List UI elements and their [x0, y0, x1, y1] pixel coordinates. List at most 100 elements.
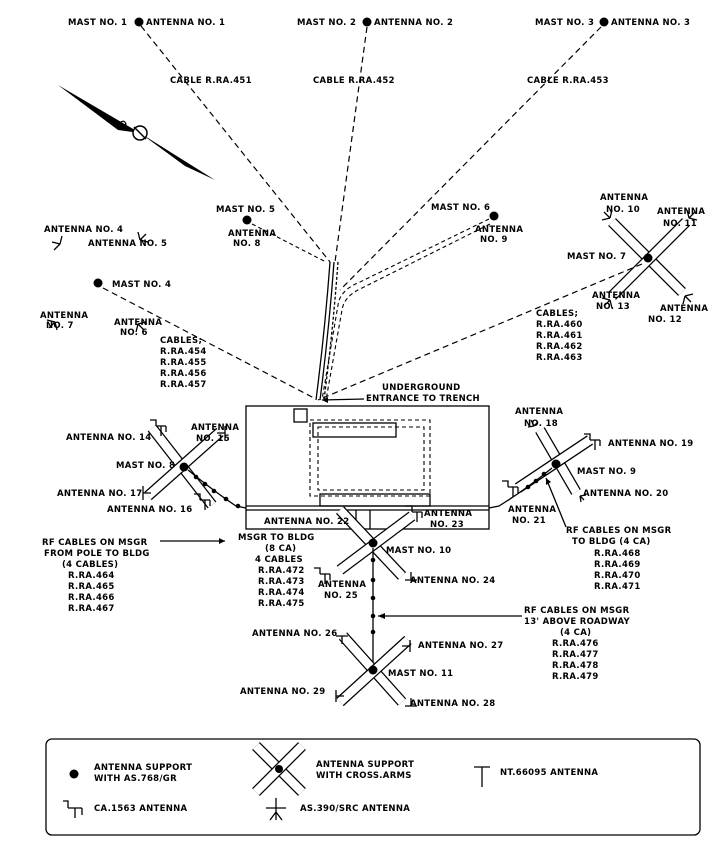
antenna-9-word: ANTENNA	[475, 225, 523, 235]
antenna-13-word: ANTENNA	[592, 291, 640, 301]
rf-left-line: (4 CABLES)	[62, 560, 118, 570]
cross-arms-icon	[252, 742, 306, 796]
msgr-bldg-line: MSGR TO BLDG	[238, 533, 315, 543]
antenna-1-label: ANTENNA NO. 1	[146, 18, 225, 28]
antenna-4-label: ANTENNA NO. 4	[44, 225, 123, 235]
mast-4-label: MAST NO. 4	[112, 280, 171, 290]
antenna-8-label: NO. 8	[233, 239, 261, 249]
antenna-28-label: ANTENNA NO. 28	[410, 699, 495, 709]
cable-451-line	[140, 25, 331, 263]
mast-10: ANTENNA NO. 22 ANTENNA NO. 23 MAST NO. 1…	[264, 505, 495, 601]
mast-1-label: MAST NO. 1	[68, 18, 127, 28]
cables-left-item: R.RA.455	[160, 358, 207, 368]
rf-right-line: R.RA.468	[594, 549, 641, 559]
antenna-14-label: ANTENNA NO. 14	[66, 433, 151, 443]
ca1563-antenna-icon	[63, 800, 83, 818]
antenna-7-label: NO. 7	[46, 321, 74, 331]
mast-4: ANTENNA NO. 4 ANTENNA NO. 5 MAST NO. 4 A…	[40, 225, 171, 338]
cable-451-label: CABLE R.RA.451	[170, 76, 252, 86]
cables-right-item: R.RA.462	[536, 342, 583, 352]
cable-453-label: CABLE R.RA.453	[527, 76, 609, 86]
mast-5: MAST NO. 5 ANTENNA NO. 8	[216, 205, 276, 249]
antenna-24-label: ANTENNA NO. 24	[410, 576, 495, 586]
antenna-18-label: NO. 18	[524, 419, 558, 429]
ca1563-icon	[314, 567, 331, 584]
cables-right-group: CABLES; R.RA.460 R.RA.461 R.RA.462 R.RA.…	[536, 309, 583, 363]
ca1563-icon	[502, 480, 519, 497]
cable-452-label: CABLE R.RA.452	[313, 76, 395, 86]
antenna-6-word: ANTENNA	[114, 318, 162, 328]
legend-support-line1: ANTENNA SUPPORT	[94, 763, 192, 773]
rf-right-line: R.RA.469	[594, 560, 641, 570]
antenna-7-word: ANTENNA	[40, 311, 88, 321]
antenna-16-label: ANTENNA NO. 16	[107, 505, 192, 515]
rf-road-line: RF CABLES ON MSGR	[524, 606, 630, 616]
antenna-15-label: NO. 15	[196, 434, 230, 444]
mast-8: ANTENNA NO. 14 ANTENNA NO. 15 MAST NO. 8…	[57, 419, 239, 515]
rf-left-line: RF CABLES ON MSGR	[42, 538, 148, 548]
cables-right-item: R.RA.460	[536, 320, 583, 330]
antenna-support-icon	[69, 769, 79, 779]
cable-452-line	[334, 26, 368, 263]
legend: ANTENNA SUPPORT WITH AS.768/GR ANTENNA S…	[45, 738, 701, 836]
legend-cross-line1: ANTENNA SUPPORT	[316, 760, 414, 770]
msgr-bldg-line: R.RA.473	[258, 577, 305, 587]
building	[245, 405, 490, 530]
rf-right-note: RF CABLES ON MSGR TO BLDG (4 CA) R.RA.46…	[545, 477, 672, 592]
ca1563-icon	[406, 505, 423, 522]
antenna-25-word: ANTENNA	[318, 580, 366, 590]
cables-left-title: CABLES;	[160, 336, 202, 346]
antenna-29-label: ANTENNA NO. 29	[240, 687, 325, 697]
cables-left-group: CABLES; R.RA.454 R.RA.455 R.RA.456 R.RA.…	[160, 336, 207, 390]
antenna-23-label: NO. 23	[430, 520, 464, 530]
mast-3: MAST NO. 3 ANTENNA NO. 3	[535, 17, 690, 28]
rf-right-line: R.RA.470	[594, 571, 641, 581]
antenna-21-word: ANTENNA	[508, 505, 556, 515]
msgr-right	[488, 467, 553, 509]
trench-line-1: UNDERGROUND	[382, 383, 461, 393]
mast-7-label: MAST NO. 7	[567, 252, 626, 262]
rf-left-line: FROM POLE TO BLDG	[44, 549, 150, 559]
mast-6-label: MAST NO. 6	[431, 203, 490, 213]
rf-left-line: R.RA.467	[68, 604, 115, 614]
antenna-5-label: ANTENNA NO. 5	[88, 239, 167, 249]
mast-10-label: MAST NO. 10	[386, 546, 451, 556]
mast-11: ANTENNA NO. 26 ANTENNA NO. 27 MAST NO. 1…	[240, 629, 503, 709]
cable-mast7-line	[317, 263, 643, 401]
cables-right-item: R.RA.461	[536, 331, 583, 341]
mast-3-label: MAST NO. 3	[535, 18, 594, 28]
rf-road-line: R.RA.478	[552, 661, 599, 671]
msgr-right-dots	[525, 471, 547, 490]
ca1563-icon	[150, 419, 167, 436]
trench-line-2: ENTRANCE TO TRENCH	[366, 394, 480, 404]
antenna-20-label: ANTENNA NO. 20	[583, 489, 668, 499]
rf-right-line: RF CABLES ON MSGR	[566, 526, 672, 536]
msgr-road-dots	[370, 557, 376, 635]
mast-8-label: MAST NO. 8	[116, 461, 175, 471]
ca1563-icon	[584, 433, 601, 450]
antenna-27-label: ANTENNA NO. 27	[418, 641, 503, 651]
rf-road-line: 13' ABOVE ROADWAY	[524, 617, 631, 627]
mast-9-label: MAST NO. 9	[577, 467, 636, 477]
rf-right-line: R.RA.471	[594, 582, 641, 592]
msgr-bldg-line: 4 CABLES	[255, 555, 303, 565]
cable-mast4-line	[102, 287, 315, 399]
cable-mast6-line-a	[321, 218, 490, 401]
mast-2: MAST NO. 2 ANTENNA NO. 2	[297, 17, 453, 28]
north-arrow-icon	[58, 85, 215, 180]
ca1563-icon	[194, 493, 211, 510]
msgr-left-dots	[193, 474, 241, 509]
msgr-bldg-line: R.RA.474	[258, 588, 305, 598]
antenna-18-word: ANTENNA	[515, 407, 563, 417]
mast-5-label: MAST NO. 5	[216, 205, 275, 215]
antenna-10-label: NO. 10	[606, 205, 640, 215]
antenna-11-label: NO. 11	[663, 219, 697, 229]
mast-7: ANTENNA NO. 10 ANTENNA NO. 11 MAST NO. 7…	[567, 193, 708, 325]
cable-453-line	[339, 26, 602, 291]
legend-cross-line2: WITH CROSS.ARMS	[316, 771, 412, 781]
antenna-13-label: NO. 13	[596, 302, 630, 312]
antenna-11-word: ANTENNA	[657, 207, 705, 217]
msgr-bldg-line: R.RA.475	[258, 599, 305, 609]
legend-nt: NT.66095 ANTENNA	[500, 768, 598, 778]
legend-support-line2: WITH AS.768/GR	[94, 774, 177, 784]
